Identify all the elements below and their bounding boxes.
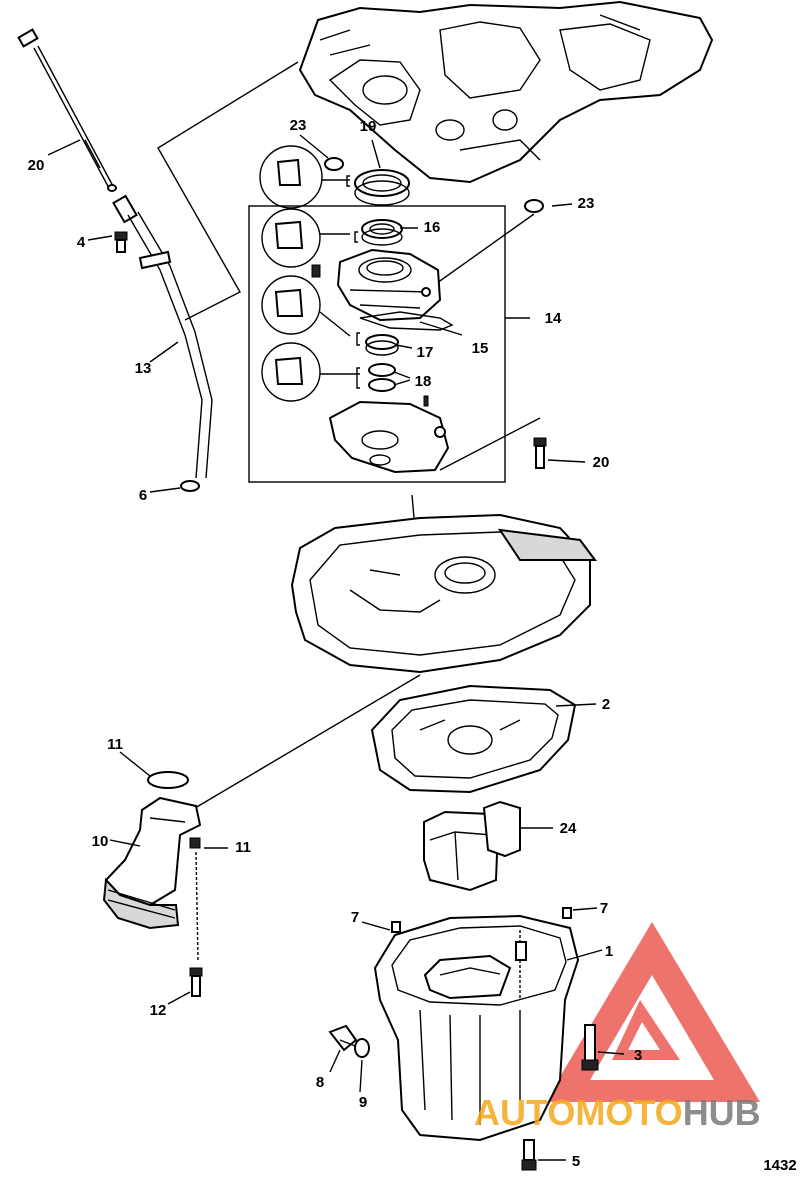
tube-o-ring: [180, 480, 200, 492]
adapter-plate: [194, 494, 597, 809]
callout-labels: 20 4 13 6 23 19 23 16 14 15 17 18 20 2 1…: [28, 117, 643, 1170]
seal-detail-circles: [259, 145, 360, 402]
oil-pump-cover: [328, 395, 450, 474]
leader-to-pickup: [194, 674, 421, 809]
svg-text:AUTOMOTOHUB: AUTOMOTOHUB: [474, 1092, 761, 1133]
washer-9: [354, 1038, 370, 1058]
callout-17: 16: [424, 219, 441, 236]
callout-16: 15: [472, 340, 489, 357]
callout-23-right: 23: [578, 195, 595, 212]
callout-18: 17: [417, 344, 434, 361]
drain-plug-8: [328, 1024, 358, 1052]
o-ring-23-right: [524, 199, 544, 213]
bolt-3: [581, 1024, 599, 1071]
oil-pickup: [102, 771, 202, 961]
callout-5: 5: [572, 1153, 580, 1170]
callout-20: 19: [360, 118, 377, 135]
callout-6: 6: [139, 487, 147, 504]
seal-18: [365, 334, 399, 356]
leader-21: [439, 417, 541, 471]
leader-lines: [47, 134, 625, 1161]
callout-4: 4: [77, 234, 86, 251]
oil-pump-assembly-box: [248, 205, 506, 483]
callout-23-left: 23: [290, 117, 307, 134]
callout-1: 1: [605, 943, 613, 960]
dipstick: [17, 28, 138, 224]
leader-engine-bracket: [157, 61, 299, 321]
callout-19: 18: [415, 373, 432, 390]
baffle-24: [423, 800, 521, 892]
callout-12: 11: [107, 736, 123, 753]
callout-14: 13: [135, 360, 152, 377]
callout-15: 14: [545, 310, 562, 327]
watermark-hub: HUB: [683, 1092, 761, 1133]
bolt-5: [521, 1139, 537, 1171]
callout-13: 12: [150, 1002, 167, 1019]
callout-24: 24: [560, 820, 577, 837]
watermark-logo: [545, 922, 760, 1102]
dipstick-tube: [127, 211, 213, 492]
callout-2: 2: [602, 696, 610, 713]
engine-block-illustration: [298, 0, 714, 184]
callout-7-left: 7: [351, 909, 359, 926]
seals-19: [368, 363, 396, 392]
seal-20: [354, 169, 410, 206]
callout-3: 3: [634, 1047, 642, 1064]
callout-21: 20: [593, 454, 610, 471]
callout-22: 20: [28, 157, 45, 174]
gasket-16: [359, 311, 454, 331]
watermark-moto: MOTO: [575, 1092, 682, 1133]
o-ring-12: [147, 771, 189, 789]
seal-17: [361, 219, 403, 246]
oil-pump-housing: [311, 248, 442, 322]
figure-reference: 1432: [763, 1157, 796, 1174]
gasket-2: [370, 684, 577, 794]
bolt-4: [114, 231, 128, 253]
oil-pan: [373, 907, 580, 1142]
leader-23-right: [429, 213, 535, 289]
callout-9: 9: [359, 1094, 367, 1111]
watermark-auto: AUTO: [474, 1092, 575, 1133]
callout-8: 8: [316, 1074, 324, 1091]
o-ring-23-left: [324, 157, 344, 171]
bolt-13: [189, 967, 203, 997]
callout-10: 10: [92, 833, 109, 850]
watermark-text: AUTOMOTOHUB: [474, 1092, 761, 1133]
bolt-21: [533, 437, 547, 469]
callout-7-right: 7: [600, 900, 608, 917]
callout-11: 11: [235, 839, 251, 856]
